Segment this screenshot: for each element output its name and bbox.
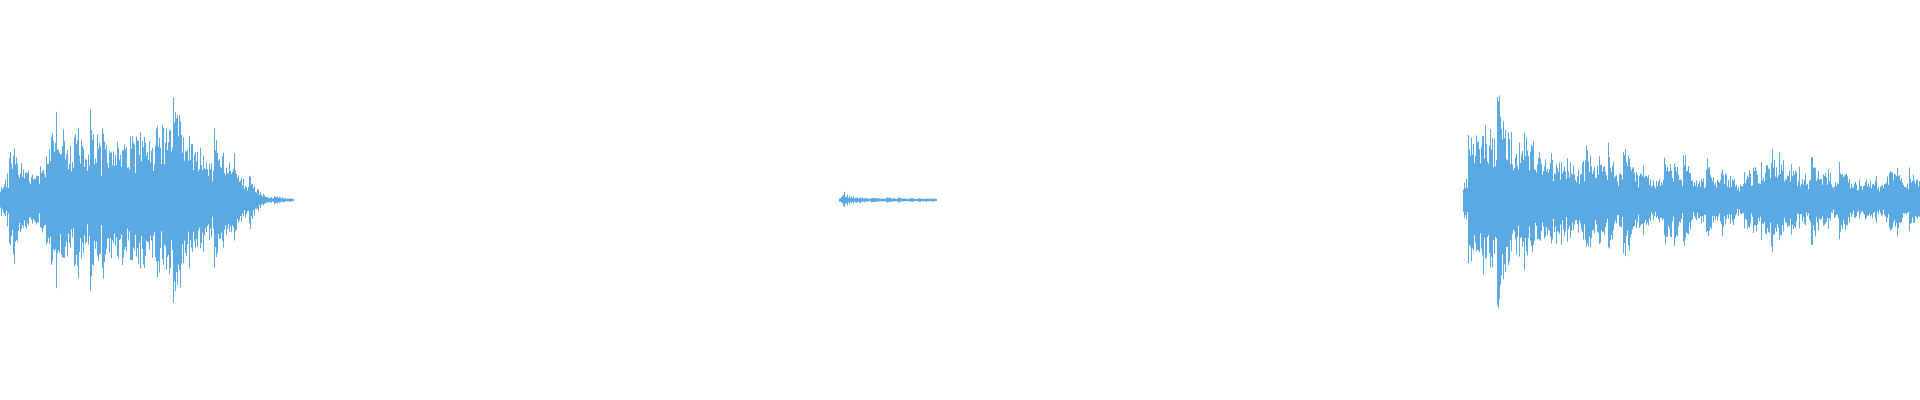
- waveform-segment-clip-3[interactable]: [1463, 95, 1920, 309]
- waveform-trace-clip-2: [839, 191, 937, 208]
- waveform-segment-clip-2[interactable]: [839, 191, 937, 208]
- waveform-segment-clip-1[interactable]: [0, 97, 294, 303]
- waveform-trace-clip-1: [0, 97, 294, 303]
- waveform-trace-clip-3: [1463, 95, 1920, 309]
